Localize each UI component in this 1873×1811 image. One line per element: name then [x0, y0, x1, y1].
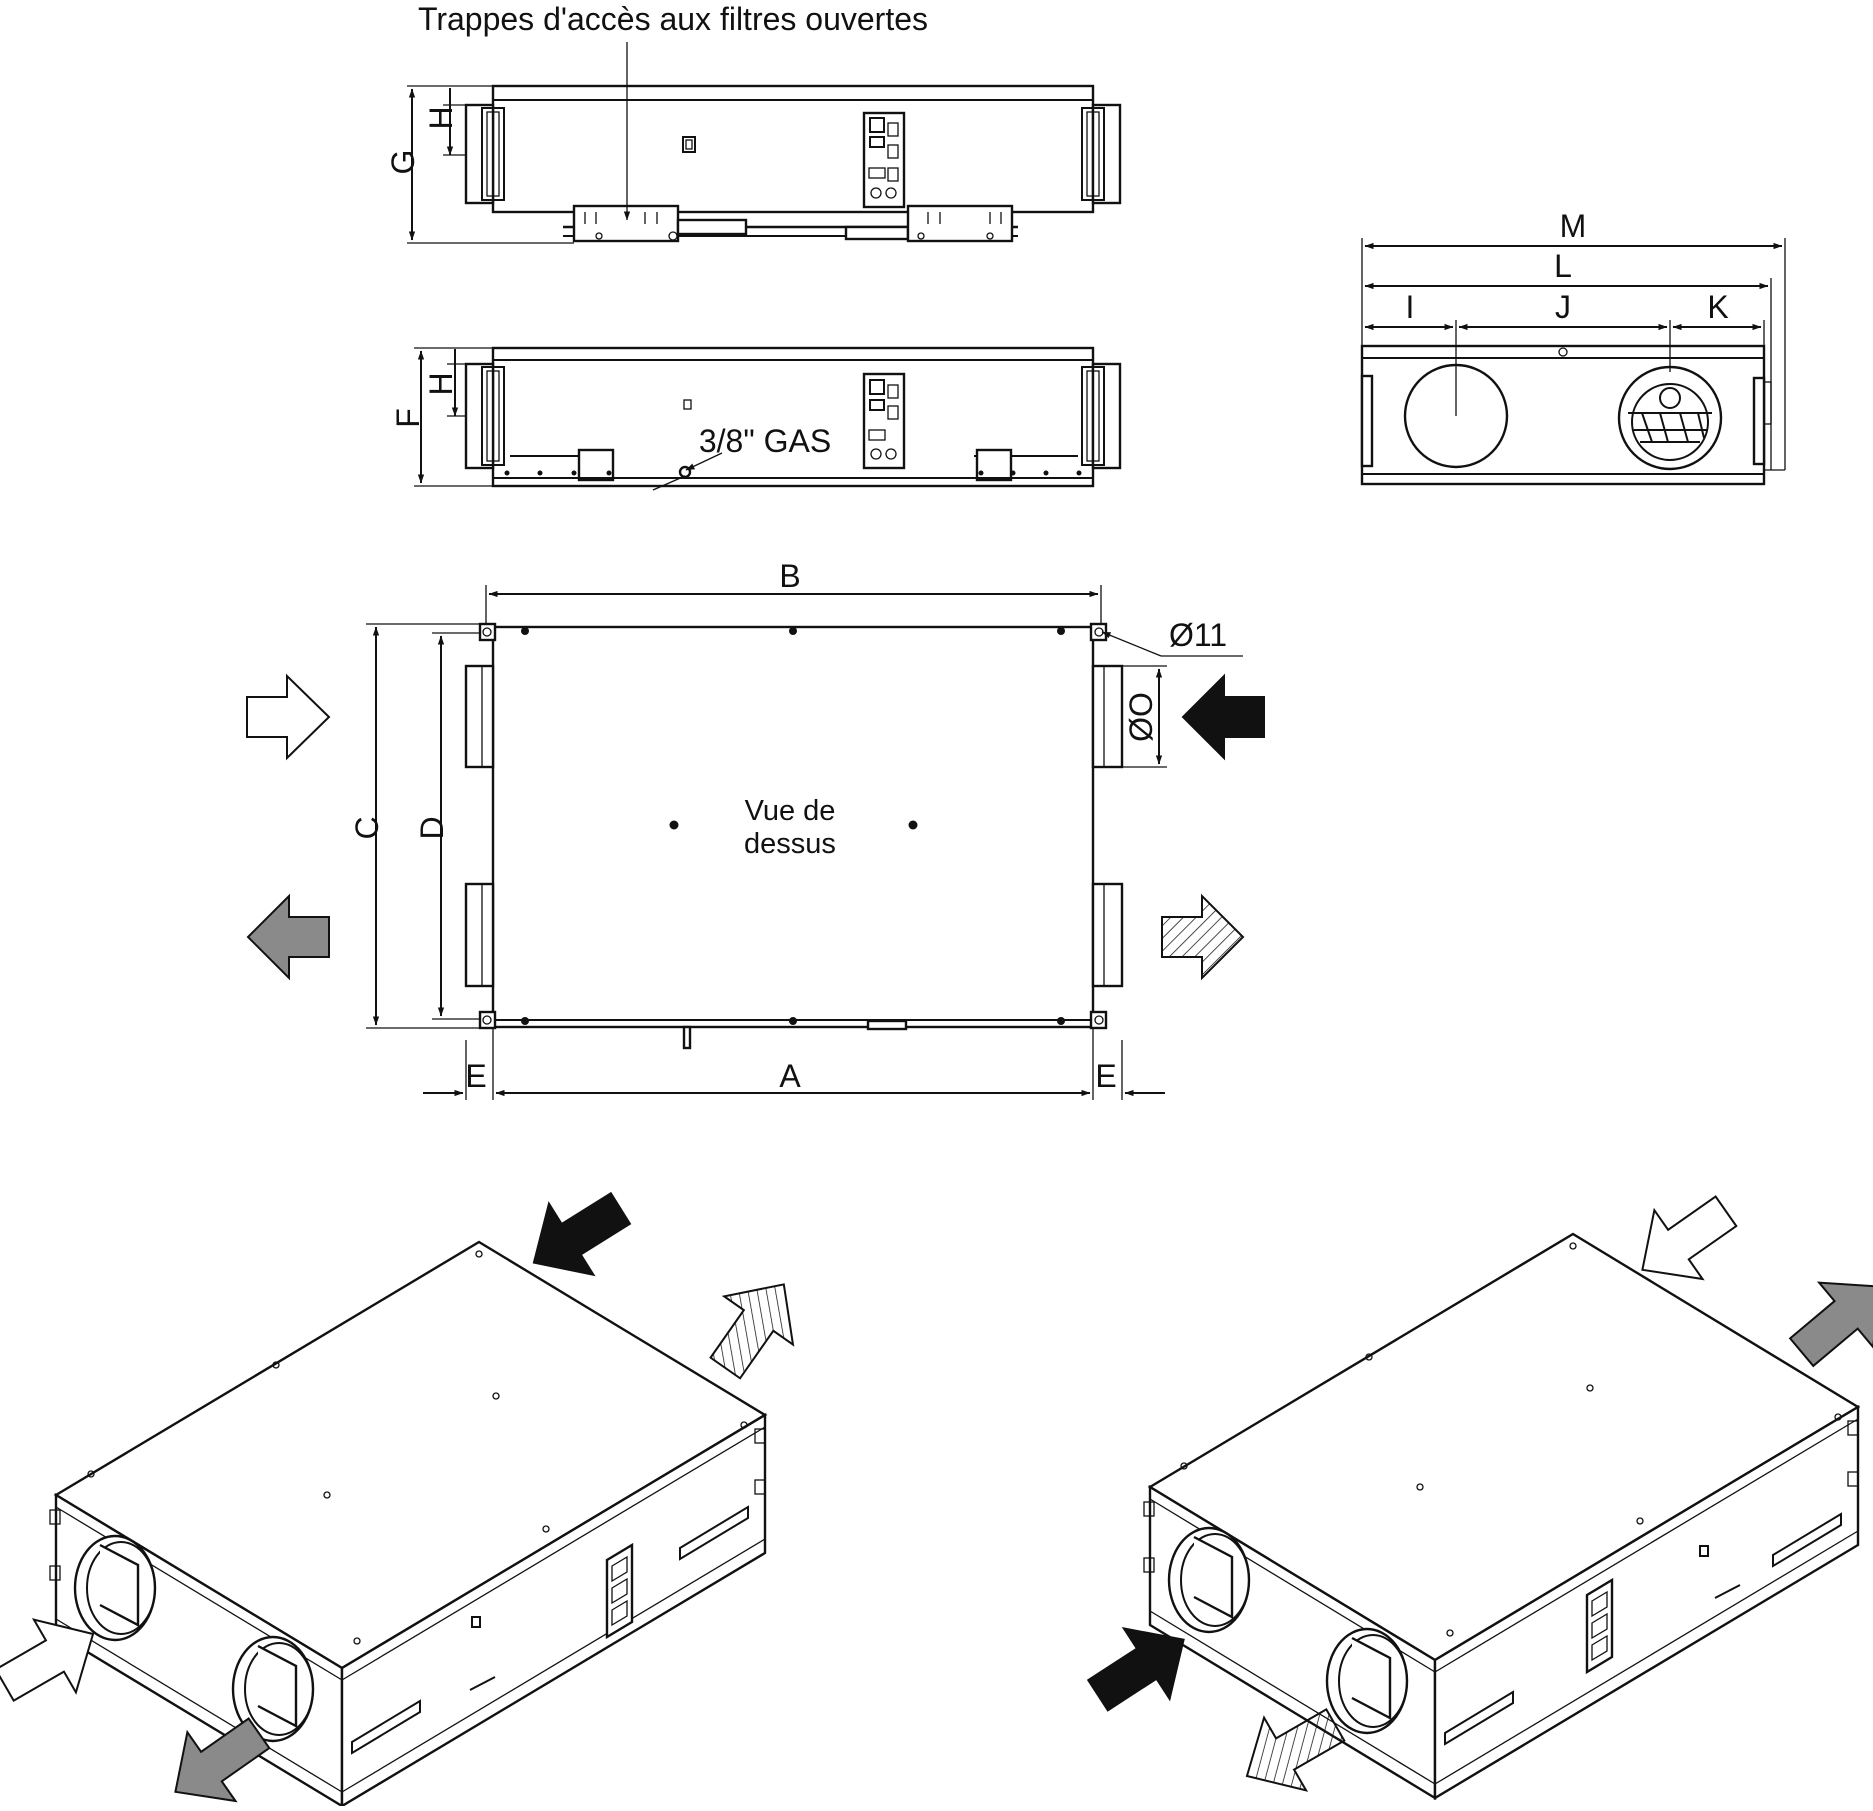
top-view-label-line1: Vue de — [745, 795, 836, 827]
dimension-label-d: D — [414, 816, 450, 839]
iso-right-arrow-hatched-icon — [1245, 1708, 1346, 1792]
dimension-label-l: L — [1554, 248, 1572, 284]
iso-left-arrow-white-icon — [0, 1618, 95, 1702]
side-view-lower: 3/8" GAS F H — [390, 346, 1122, 491]
dimension-label-j: J — [1555, 289, 1571, 325]
dimension-label-i: I — [1406, 289, 1415, 325]
iso-right-arrow-white-icon — [1641, 1195, 1738, 1281]
dimension-label-h-lower: H — [423, 372, 459, 395]
top-view: Vue de dessus B C D ØO Ø11 A E — [246, 558, 1265, 1100]
airflow-arrow-black-left-icon — [1181, 673, 1265, 761]
dimension-label-k: K — [1707, 289, 1728, 325]
front-view: M L I J K — [1360, 208, 1786, 486]
iso-right-arrow-black-icon — [1086, 1627, 1185, 1712]
side-view-upper: G H Trappes d'accès aux filtres ouvertes — [385, 1, 1122, 244]
mounting-hole-label: Ø11 — [1169, 617, 1227, 653]
dimension-label-f: F — [390, 408, 426, 428]
dimension-label-m: M — [1560, 208, 1587, 244]
gas-label: 3/8" GAS — [699, 423, 831, 459]
iso-left-arrow-hatched-icon — [709, 1283, 795, 1380]
airflow-arrow-white-right-icon — [246, 673, 331, 761]
dimension-label-a: A — [779, 1058, 801, 1094]
dimension-label-g: G — [385, 150, 421, 175]
dimension-label-b: B — [779, 558, 800, 594]
dimension-label-e-left: E — [465, 1058, 486, 1094]
airflow-arrow-grey-left-icon — [246, 893, 330, 981]
isometric-view-right — [1086, 1195, 1873, 1801]
dimension-label-e-right: E — [1095, 1058, 1116, 1094]
iso-left-arrow-black-icon — [532, 1191, 632, 1277]
filter-doors-label: Trappes d'accès aux filtres ouvertes — [418, 1, 928, 37]
airflow-arrow-hatched-right-icon — [1161, 893, 1245, 981]
top-view-label-line2: dessus — [744, 828, 836, 860]
isometric-view-left — [0, 1191, 795, 1809]
iso-left-arrow-grey-icon — [174, 1717, 271, 1803]
dimension-label-c: C — [349, 816, 385, 839]
duct-diameter-label: ØO — [1123, 692, 1159, 742]
dimension-label-h-upper: H — [423, 106, 459, 129]
iso-right-arrow-grey-icon — [1788, 1281, 1873, 1368]
